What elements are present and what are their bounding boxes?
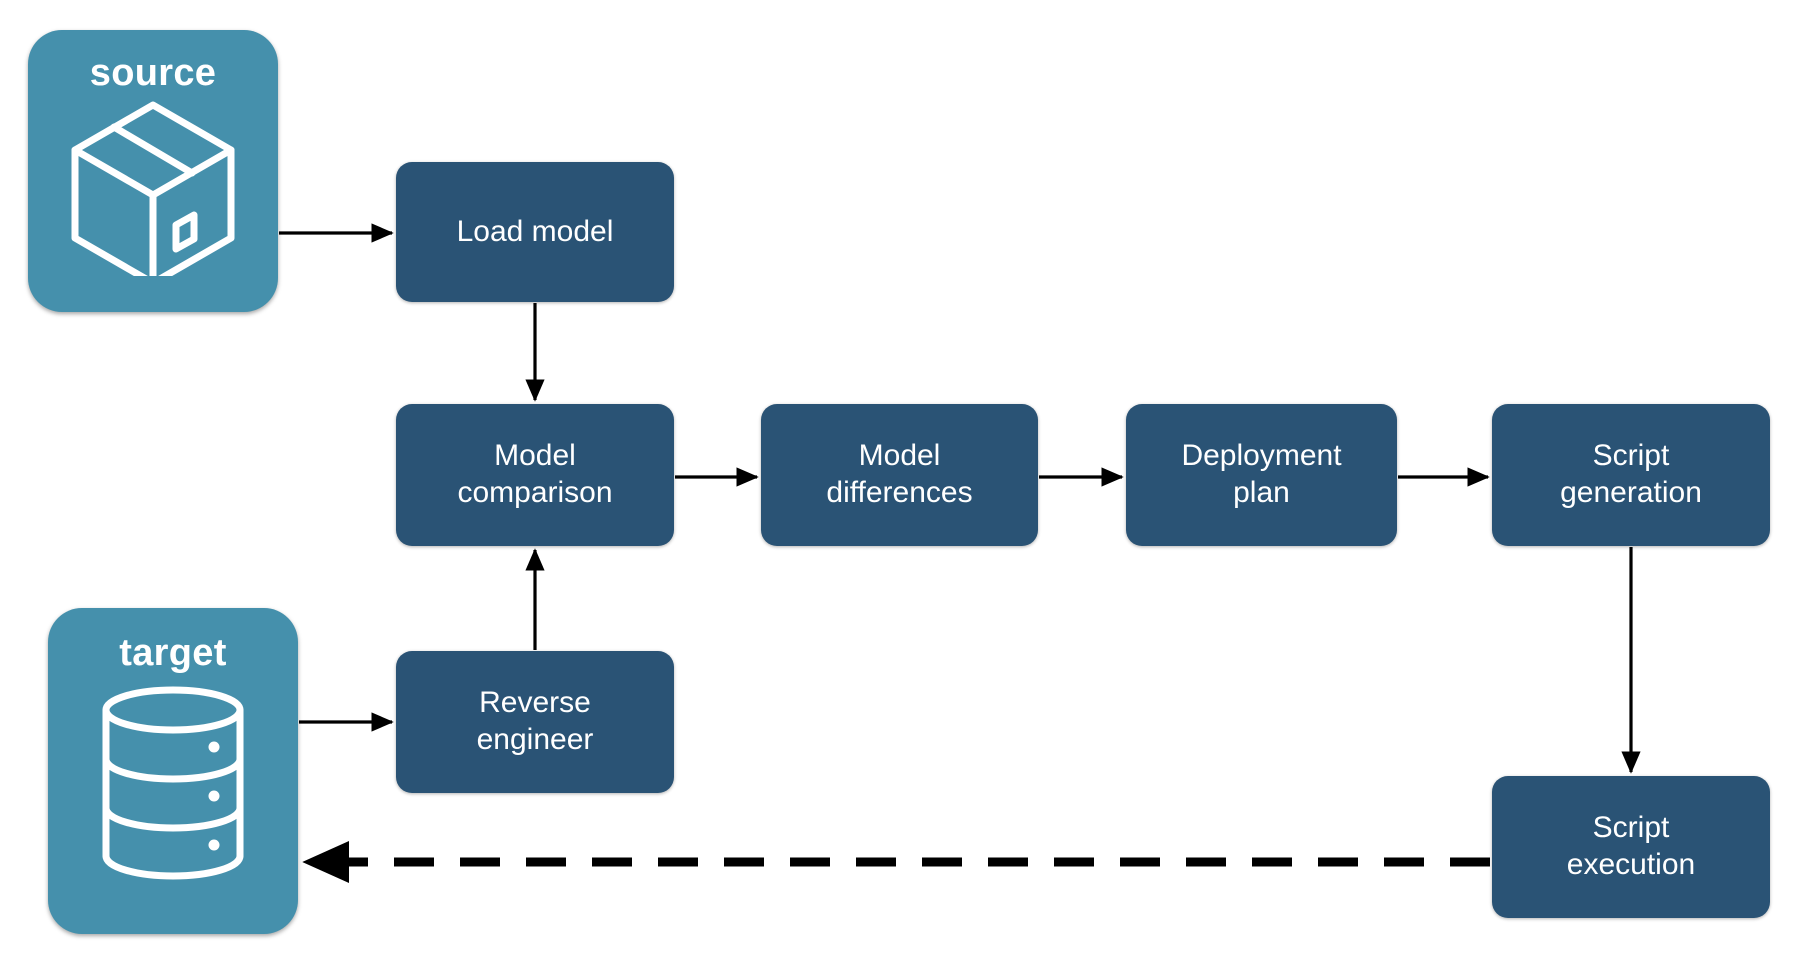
package-box-icon [66,98,240,287]
source-label: source [89,52,217,94]
process-box-load-model[interactable]: Load model [396,162,674,302]
database-cylinder-icon [98,684,248,887]
process-label-reverse-engineer: Reverse engineer [476,686,594,756]
process-box-script-execution[interactable]: Script execution [1492,776,1770,918]
source-endpoint-card[interactable]: source [28,30,278,312]
process-box-model-comparison[interactable]: Model comparison [396,404,674,546]
process-label-deployment-plan: Deployment plan [1181,439,1342,509]
process-box-model-differences[interactable]: Model differences [761,404,1038,546]
process-box-script-generation[interactable]: Script generation [1492,404,1770,546]
target-label: target [119,632,227,674]
process-label-script-generation: Script generation [1560,439,1702,509]
process-box-deployment-plan[interactable]: Deployment plan [1126,404,1397,546]
process-label-script-execution: Script execution [1566,811,1696,881]
process-label-load-model: Load model [456,214,614,248]
process-label-model-comparison: Model comparison [457,439,613,509]
target-endpoint-card[interactable]: target [48,608,298,934]
process-label-model-differences: Model differences [826,439,973,509]
process-box-reverse-engineer[interactable]: Reverse engineer [396,651,674,793]
